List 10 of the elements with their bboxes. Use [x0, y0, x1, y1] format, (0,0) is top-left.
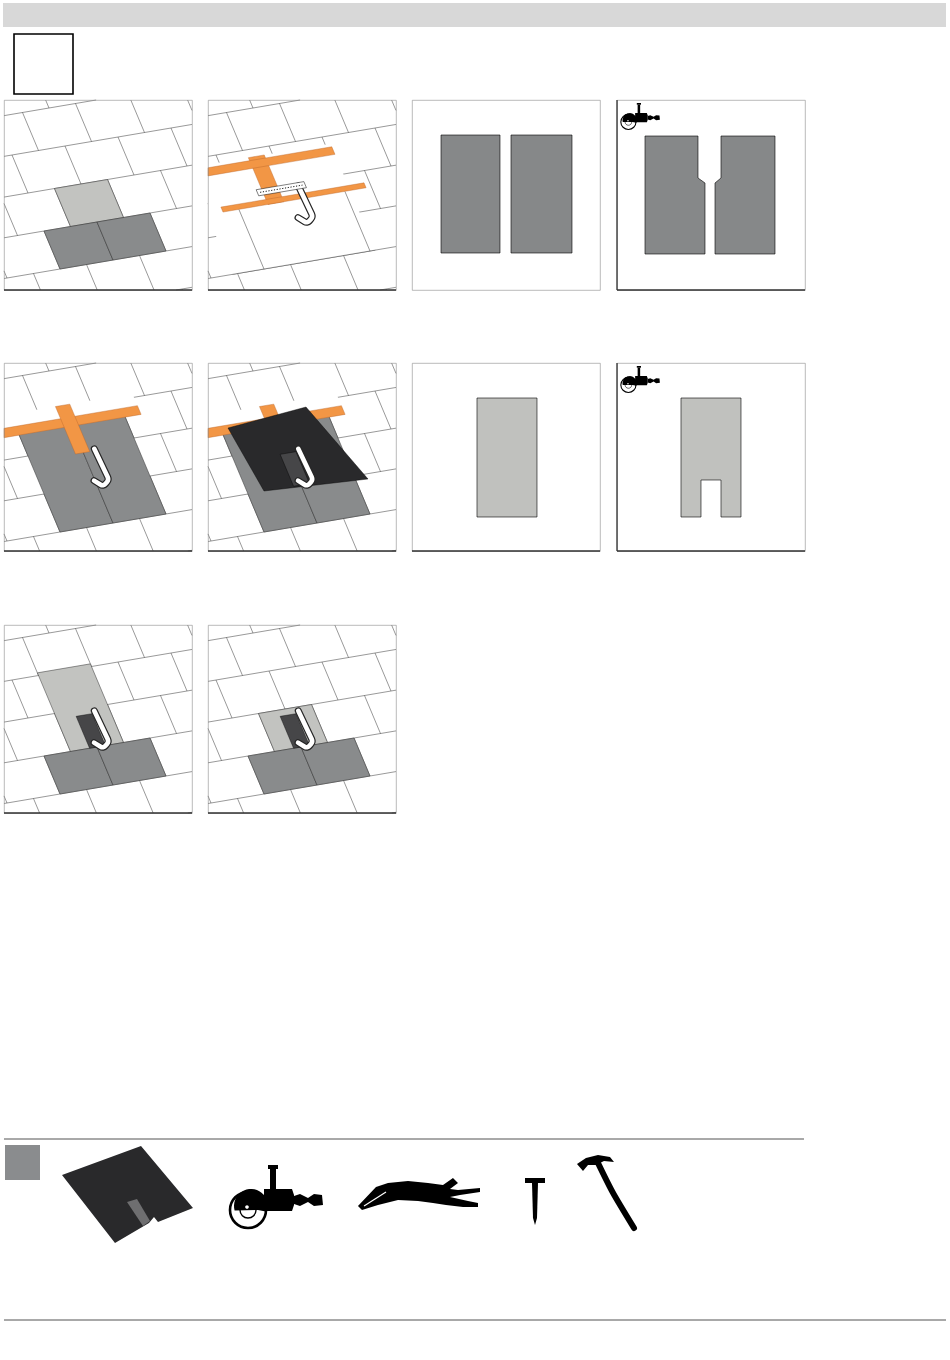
roof-tile-illustration	[3, 624, 193, 814]
cut-template-illustration	[412, 100, 601, 291]
roof-tile-illustration	[207, 624, 397, 814]
roof-tile-illustration	[207, 362, 397, 552]
cut-template-illustration	[616, 362, 806, 552]
cut-template-illustration	[616, 99, 806, 291]
roof-tile-illustration	[3, 99, 193, 291]
cut-template-illustration	[411, 363, 601, 552]
roof-tile-illustration	[207, 99, 397, 291]
roof-tile-illustration	[3, 362, 193, 552]
